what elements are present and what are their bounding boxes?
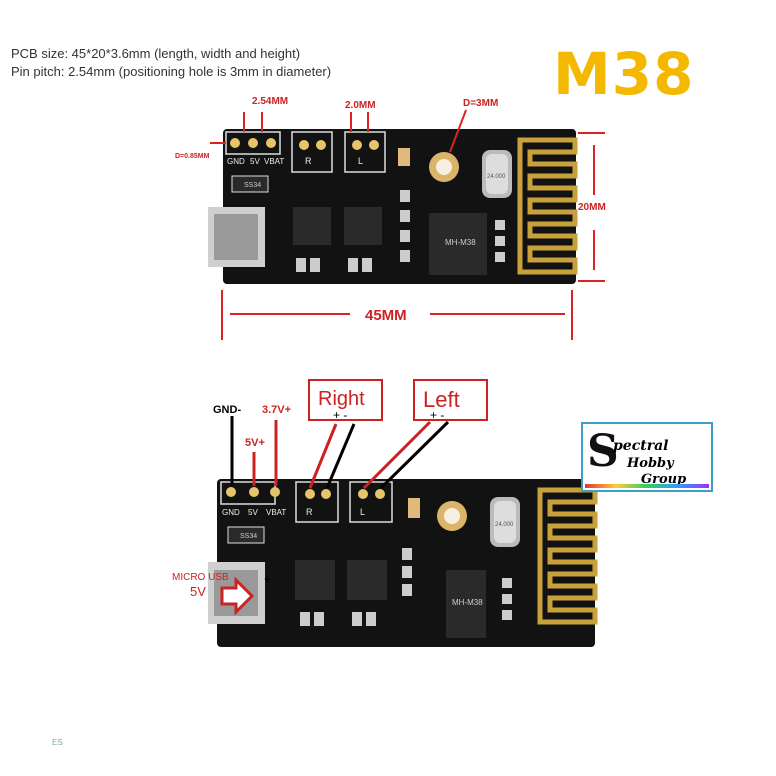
diode-label: SS34 <box>244 182 261 189</box>
top-board <box>208 129 578 284</box>
spec-pitch: Pin pitch: 2.54mm (positioning hole is 3… <box>11 64 332 79</box>
dim-length: 45MM <box>365 307 407 324</box>
label-37v: 3.7V+ <box>262 404 291 416</box>
dim-pitch: 2.54MM <box>252 96 288 107</box>
usb-arrow-icon <box>220 576 255 616</box>
label-5v: 5V+ <box>245 437 265 449</box>
pin-vbat-label-2: VBAT <box>266 508 286 517</box>
pin-gnd-label: GND <box>227 157 245 166</box>
model-title: M38 <box>553 40 695 108</box>
pin-l-label: L <box>358 156 363 166</box>
spec-size: PCB size: 45*20*3.6mm (length, width and… <box>11 46 301 61</box>
pin-5v-label: 5V <box>250 157 260 166</box>
dim-width: 20MM <box>578 202 606 213</box>
logo-line1: pectral <box>613 438 669 454</box>
crystal-label: 24.000 <box>487 174 506 180</box>
dim-pitch2: 2.0MM <box>345 100 376 111</box>
logo-line2: Hobby <box>627 456 674 471</box>
dim-pin: D=0.85MM <box>175 153 210 160</box>
ic-label-2: MH-M38 <box>452 598 483 607</box>
pin-l-label-2: L <box>360 507 365 517</box>
usb-plus: + <box>264 572 271 586</box>
pin-5v-label-2: 5V <box>248 508 258 517</box>
dim-hole: D=3MM <box>463 98 498 109</box>
pin-vbat-label: VBAT <box>264 157 284 166</box>
left-pm: + - <box>430 408 444 422</box>
label-gnd: GND- <box>213 404 241 416</box>
top-dimension-lines <box>210 109 605 340</box>
ic-label: MH-M38 <box>445 238 476 247</box>
usb-label-1: MICRO USB <box>172 572 229 583</box>
pin-r-label-2: R <box>306 507 313 517</box>
usb-label-2: 5V <box>190 584 206 599</box>
logo-line3: Group <box>641 472 687 487</box>
crystal-label-2: 24.000 <box>495 522 514 528</box>
bottom-board <box>208 479 598 647</box>
footer-mark: ES <box>52 738 63 747</box>
logo-rainbow-bar <box>585 484 709 488</box>
logo-initial: S <box>587 426 619 477</box>
right-box <box>308 379 383 421</box>
pin-gnd-label-2: GND <box>222 508 240 517</box>
left-label: Left <box>423 387 460 412</box>
diode-label-2: SS34 <box>240 533 257 540</box>
brand-logo: S pectral Hobby Group <box>581 422 713 492</box>
right-pm: + - <box>333 408 347 422</box>
left-box <box>413 379 488 421</box>
pcb-specs: PCB size: 45*20*3.6mm (length, width and… <box>11 45 331 81</box>
pin-r-label: R <box>305 156 312 166</box>
right-label: Right <box>318 388 365 410</box>
wiring <box>230 416 450 490</box>
